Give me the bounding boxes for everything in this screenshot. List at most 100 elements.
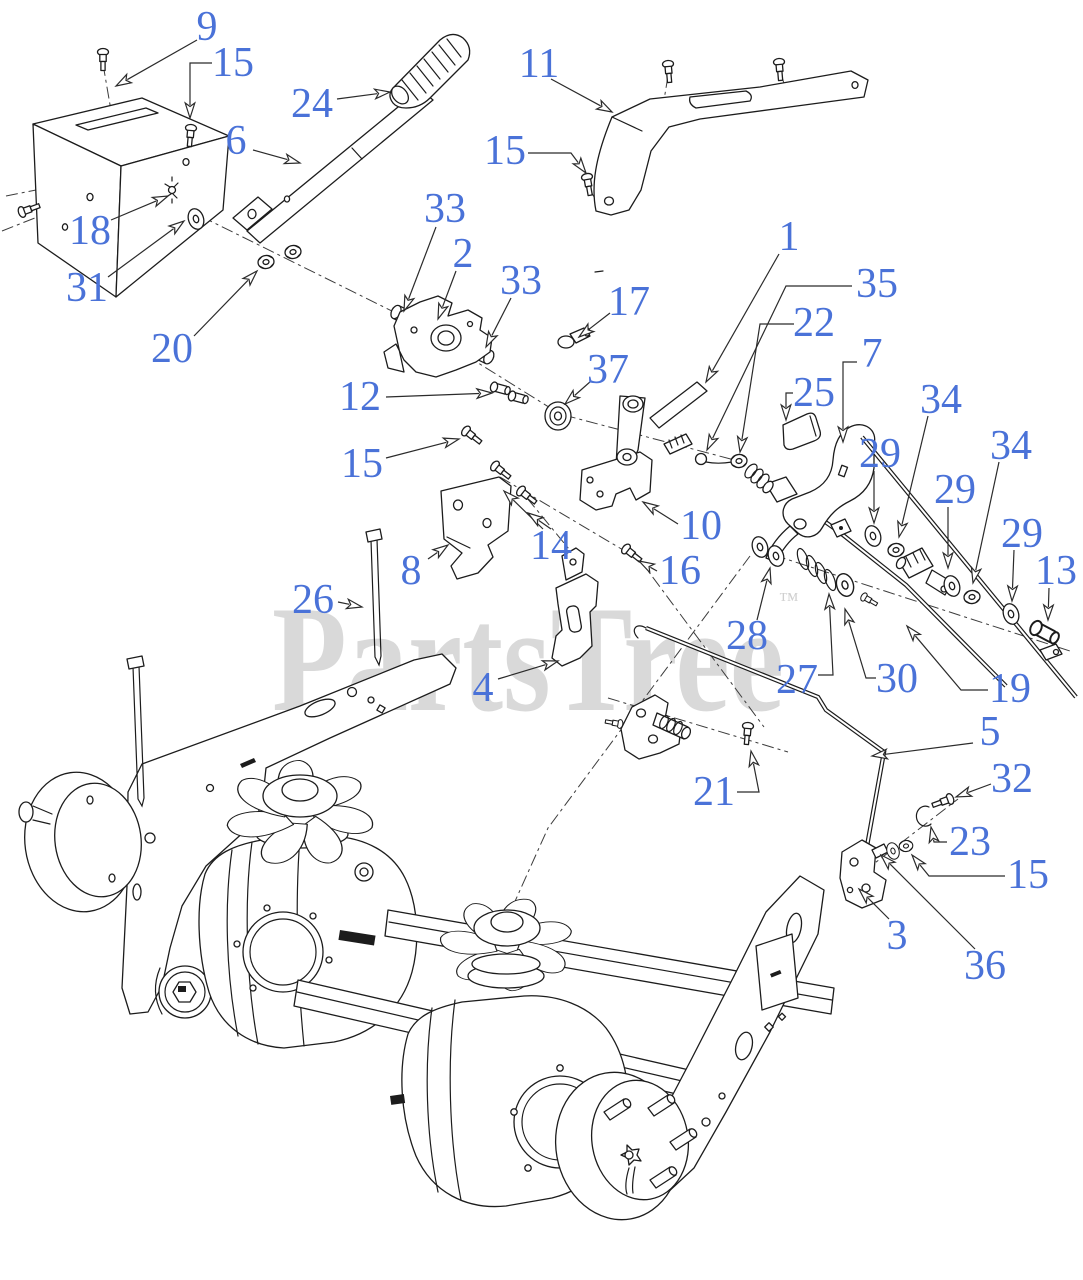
arrowhead-icon: [857, 887, 875, 905]
arrowhead-icon: [571, 156, 588, 175]
arrowhead-icon: [910, 853, 928, 872]
callout-5: 5: [870, 709, 1001, 760]
callout-number: 21: [693, 769, 735, 815]
nut-part: [729, 452, 749, 470]
nut-part: [962, 588, 982, 606]
arrowhead-icon: [870, 748, 890, 760]
callout-11: 11: [519, 41, 614, 113]
callout-22: 22: [736, 300, 835, 454]
callout-23: 23: [928, 819, 991, 865]
callout-number: 30: [876, 656, 918, 702]
callout-number: 14: [530, 523, 572, 569]
callout-number: 19: [989, 666, 1031, 712]
bolt-fastener: [772, 57, 787, 82]
callout-15: 15: [341, 437, 461, 487]
clevis-pin-part: [488, 380, 512, 397]
spacer-part: [871, 843, 889, 859]
callout-number: 13: [1035, 548, 1077, 594]
callout-number: 34: [990, 423, 1032, 469]
bent-control-rod-part: [633, 625, 887, 847]
washer-part: [999, 601, 1023, 627]
callout-37: 37: [563, 347, 629, 406]
callout-15: 15: [184, 40, 254, 120]
callout-29: 29: [859, 431, 901, 525]
callout-number: 31: [66, 265, 108, 311]
cap-part: [782, 412, 822, 451]
arrowhead-icon: [837, 425, 849, 444]
callout-21: 21: [693, 749, 760, 815]
left-wheel-drum: [18, 771, 142, 913]
callout-number: 22: [793, 300, 835, 346]
side-bracket-part: [440, 476, 512, 580]
arrowhead-icon: [844, 607, 856, 627]
callout-number: 16: [659, 548, 701, 594]
arrowhead-icon: [1006, 584, 1019, 603]
grommet-part: [544, 401, 572, 431]
arrowhead-icon: [502, 489, 521, 507]
bolt-fastener: [96, 47, 110, 72]
left-brake-assembly: [154, 965, 212, 1019]
arrowhead-icon: [780, 403, 792, 422]
cable-tie-part: [365, 528, 383, 667]
callout-number: 5: [980, 709, 1001, 755]
callout-number: 29: [934, 467, 976, 513]
callout-14: 14: [502, 489, 572, 569]
arrowhead-icon: [641, 500, 661, 516]
arrowhead-icon: [241, 269, 259, 288]
callout-number: 28: [726, 613, 768, 659]
callout-15: 15: [910, 852, 1049, 898]
nut-part: [256, 253, 276, 271]
callout-3: 3: [857, 887, 908, 959]
callout-number: 15: [341, 441, 383, 487]
arrowhead-icon: [1042, 603, 1055, 622]
callout-number: 10: [680, 503, 722, 549]
arrowhead-icon: [184, 101, 196, 120]
arrowhead-icon: [706, 432, 720, 452]
arrowhead-icon: [431, 543, 450, 560]
callout-number: 29: [859, 431, 901, 477]
arrowhead-icon: [485, 329, 499, 349]
callout-32: 32: [954, 756, 1033, 802]
lower-bracket-part: [551, 547, 599, 667]
arrowhead-icon: [594, 98, 614, 113]
arrowhead-icon: [563, 388, 582, 406]
callout-31: 31: [66, 219, 186, 311]
arrowhead-icon: [748, 749, 760, 769]
callout-2: 2: [437, 231, 474, 321]
callout-30: 30: [844, 607, 918, 702]
callout-33: 33: [485, 258, 542, 349]
right-wheel-drum: [554, 1071, 698, 1221]
arrowhead-icon: [823, 592, 836, 611]
callout-number: 25: [793, 370, 835, 416]
arrowhead-icon: [928, 825, 941, 845]
callout-number: 33: [424, 186, 466, 232]
arrowhead-icon: [577, 322, 596, 339]
parts-linework: [1, 33, 1078, 1221]
callout-15: 15: [484, 128, 588, 175]
callout-number: 29: [1001, 511, 1043, 557]
arrowhead-icon: [897, 519, 909, 539]
washer-part: [861, 523, 885, 549]
nut-part: [897, 839, 915, 853]
arrowhead-icon: [879, 853, 897, 871]
callout-1: 1: [705, 214, 800, 384]
callout-number: 12: [339, 374, 381, 420]
callout-number: 33: [500, 258, 542, 304]
arrowhead-icon: [167, 219, 186, 236]
shift-rod-part: [649, 381, 708, 429]
arrowhead-icon: [114, 72, 134, 87]
bellcrank-part: [620, 694, 692, 760]
callout-25: 25: [780, 370, 835, 422]
arrowhead-icon: [942, 551, 954, 570]
callout-12: 12: [339, 374, 494, 420]
callout-number: 7: [862, 331, 883, 377]
upper-bracket-part: [593, 70, 869, 216]
arrowhead-icon: [637, 560, 657, 575]
callout-number: 20: [151, 326, 193, 372]
arrowhead-icon: [403, 293, 416, 313]
callout-number: 37: [587, 347, 629, 393]
callout-number: 27: [776, 657, 818, 703]
